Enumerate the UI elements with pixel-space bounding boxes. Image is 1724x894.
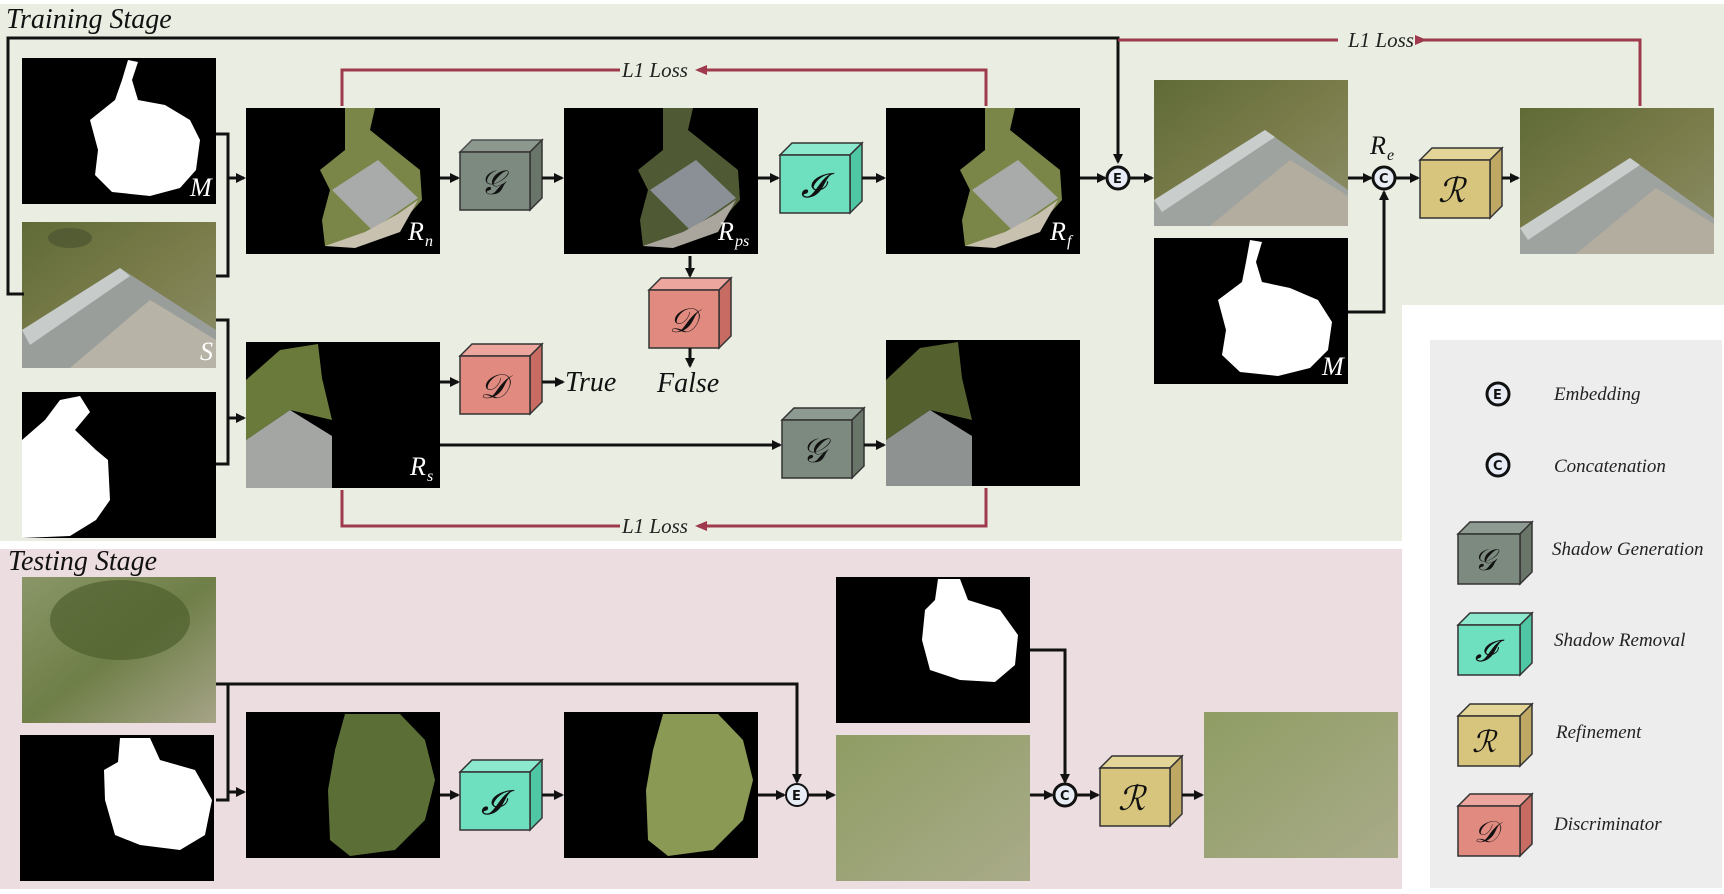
legend-shadow-removal-text: Shadow Removal (1554, 630, 1685, 651)
module-r-test: ℛ (1098, 754, 1184, 828)
legend-discriminator: 𝒟 Discriminator (1456, 792, 1662, 858)
false-label: False (656, 368, 719, 399)
re-sub-label: e (1387, 147, 1394, 164)
image-generated-shadow (886, 340, 1080, 486)
svg-text:E: E (792, 789, 801, 804)
svg-text:𝒢: 𝒢 (480, 163, 509, 203)
test-masked-region-image (246, 712, 440, 858)
module-d-mid: 𝒟 (647, 276, 733, 350)
svg-text:s: s (427, 468, 433, 485)
svg-text:E: E (1113, 172, 1122, 187)
testing-arrows (216, 648, 1204, 802)
legend-discriminator-text: Discriminator (1553, 814, 1662, 835)
image-embedded (1154, 80, 1348, 226)
legend-concatenation: C Concatenation (1485, 452, 1666, 478)
module-i-test: 𝓘 (458, 758, 544, 832)
image-rn: R n (246, 108, 440, 254)
image-rf: R f (886, 108, 1080, 254)
test-output-image (1204, 712, 1398, 858)
svg-text:C: C (1493, 459, 1503, 474)
svg-text:M: M (189, 173, 213, 202)
svg-text:ℛ: ℛ (1472, 725, 1498, 760)
testing-stage-title: Testing Stage (8, 546, 157, 577)
mask-image-m-right: M (1154, 238, 1348, 384)
l1-loss-bottom: L1 Loss (621, 514, 688, 538)
legend: E Embedding C Concatenation 𝒢 Shadow Gen… (1456, 381, 1703, 858)
legend-embedding: E Embedding (1485, 381, 1641, 407)
concat-node-test: C (1052, 782, 1078, 808)
svg-text:ℛ: ℛ (1438, 171, 1468, 211)
svg-text:M: M (1321, 352, 1345, 381)
image-rps: R ps (564, 108, 758, 254)
training-arrows (6, 36, 1520, 466)
shadow-image-s: S (22, 222, 216, 368)
concat-node-top: C (1371, 165, 1397, 191)
training-stage-title: Training Stage (6, 4, 172, 35)
legend-refinement: ℛ Refinement (1456, 702, 1642, 768)
svg-text:ps: ps (734, 233, 749, 250)
svg-text:f: f (1067, 233, 1074, 250)
test-shadow-removed-region-image (564, 712, 758, 858)
svg-text:R: R (1049, 217, 1066, 246)
legend-shadow-removal: 𝓘 Shadow Removal (1456, 611, 1685, 677)
module-d-left: 𝒟 (458, 342, 544, 416)
svg-text:ℛ: ℛ (1118, 779, 1148, 819)
module-g-bottom: 𝒢 (780, 406, 866, 480)
svg-text:C: C (1379, 172, 1389, 187)
module-r-top: ℛ (1418, 146, 1504, 220)
embedding-node-test: E (785, 783, 809, 807)
module-i-top: 𝓘 (778, 141, 864, 215)
legend-concatenation-text: Concatenation (1554, 456, 1666, 477)
test-mask-image (20, 735, 214, 881)
svg-text:R: R (409, 452, 426, 481)
test-input-image (22, 577, 216, 723)
loss-arrows (340, 35, 1642, 531)
legend-shadow-generation-text: Shadow Generation (1552, 539, 1703, 560)
svg-text:R: R (407, 217, 424, 246)
embedding-node-top: E (1105, 165, 1131, 191)
legend-shadow-generation: 𝒢 Shadow Generation (1456, 520, 1703, 586)
test-mask-image-right (836, 577, 1030, 723)
svg-text:𝒢: 𝒢 (802, 431, 831, 471)
legend-refinement-text: Refinement (1555, 722, 1642, 743)
mask-image-3 (22, 392, 216, 538)
svg-text:n: n (425, 233, 433, 250)
re-label: R (1369, 131, 1386, 160)
l1-loss-middle: L1 Loss (621, 58, 688, 82)
test-embedded-image (836, 735, 1030, 881)
svg-text:R: R (717, 217, 734, 246)
image-rs: R s (246, 342, 440, 488)
l1-loss-top: L1 Loss (1347, 28, 1414, 52)
svg-text:E: E (1493, 388, 1502, 403)
svg-text:C: C (1060, 789, 1070, 804)
mask-image-m: M (22, 58, 216, 204)
true-label: True (565, 367, 616, 398)
image-refined-output (1520, 108, 1714, 254)
svg-text:S: S (200, 337, 213, 366)
legend-embedding-text: Embedding (1553, 384, 1641, 405)
module-g-top: 𝒢 (458, 138, 544, 212)
